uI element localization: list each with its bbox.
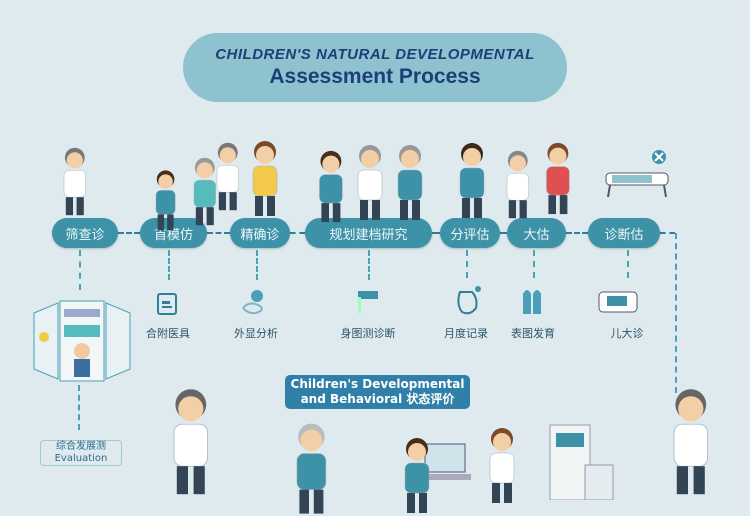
step-3[interactable]: 精确诊 [230,218,290,248]
flow-arrow [207,232,230,236]
device-icon [598,291,638,313]
footprint-icon [457,286,481,315]
title-banner: CHILDREN'S NATURAL DEVELOPMENTAL Assessm… [183,33,567,102]
step-5[interactable]: 分评估 [440,218,500,248]
sub-label-5: 表图发育 [511,327,555,340]
title-line-1: CHILDREN'S NATURAL DEVELOPMENTAL [215,46,535,63]
person-illustration [404,438,430,513]
connector [627,250,629,278]
scan-icon [652,150,666,164]
flow-arrow [118,232,140,236]
sub-label-4: 月度记录 [444,327,488,340]
sub-label-1: 合附医具 [146,327,190,340]
faucet-icon [358,291,378,313]
step-4[interactable]: 规划建档研究 [305,218,432,248]
developmental-banner: Children's Developmental and Behavioral … [285,375,470,409]
title-line-2: Assessment Process [269,65,481,88]
sub-label-3: 身图测诊断 [340,327,396,340]
medical-machine-illustration [549,424,614,500]
computer-illustration [419,443,471,480]
flow-arrow [432,232,440,236]
flow-line-down [675,233,677,393]
sub-label-6: 儿大诊 [610,327,644,340]
bed-icon [605,172,669,198]
person-illustration [216,142,239,211]
step-1[interactable]: 筛查诊 [52,218,118,248]
connector [466,250,468,278]
flow-arrow [290,232,305,236]
connector [79,250,81,290]
pharmacy-cabinet-illustration [33,300,131,382]
person-illustration [319,150,343,223]
footnote-line-1: 综合发展测 [56,441,106,452]
person-illustration [63,147,86,216]
person-illustration [489,428,515,503]
footnote-line-2: Evaluation [54,453,108,464]
connector [78,385,80,430]
person-illustration [506,150,529,219]
sub-label-2: 外显分析 [234,327,278,340]
banner-line-2: and Behavioral 状态评价 [300,392,455,406]
person-illustration [155,170,176,231]
person-illustration [459,143,485,218]
connector [368,250,370,280]
banner-line-1: Children's Developmental [290,377,465,391]
step-6[interactable]: 大估 [507,218,566,248]
people-icon [523,290,541,314]
person-illustration [252,141,278,216]
person-illustration [546,142,570,215]
person-illustration [357,145,383,220]
person-illustration [296,423,327,514]
connector [256,250,258,280]
flow-arrow [500,232,507,236]
flow-arrow [566,232,588,236]
clipboard-icon [157,293,177,315]
person-illustration [193,157,216,226]
flow-arrow [660,232,675,236]
step-7[interactable]: 诊断估 [588,218,660,248]
footnote-label: 综合发展测 Evaluation [40,440,122,466]
person-illustration [173,389,208,495]
connector [533,250,535,278]
connector [168,250,170,280]
person-illustration [673,389,708,495]
person-illustration [397,145,423,220]
hands-icon [242,290,263,315]
